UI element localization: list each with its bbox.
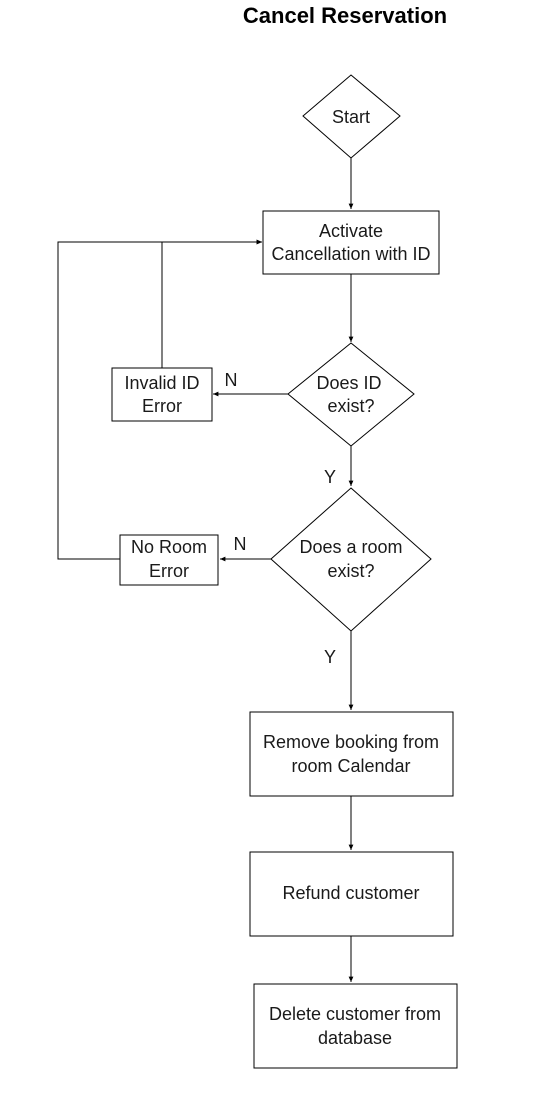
remove-booking-label-line2: room Calendar bbox=[291, 756, 410, 776]
room-check-yes-label: Y bbox=[324, 647, 336, 667]
id-check-no-label: N bbox=[225, 370, 238, 390]
refund-label: Refund customer bbox=[282, 883, 419, 903]
start-node-shape bbox=[302, 74, 401, 159]
edge-labels: N Y N Y bbox=[225, 370, 337, 667]
remove-booking-label-line1: Remove booking from bbox=[263, 732, 439, 752]
invalid-id-node-shape bbox=[111, 367, 213, 422]
no-room-label-line1: No Room bbox=[131, 537, 207, 557]
refund-node-shape bbox=[249, 851, 454, 937]
diagram-title: Cancel Reservation bbox=[242, 3, 448, 28]
edge-no-room-to-activate bbox=[57, 239, 262, 560]
delete-customer-label-line1: Delete customer from bbox=[269, 1004, 441, 1024]
invalid-id-label-line2: Error bbox=[142, 396, 182, 416]
edge-invalid-id-to-activate bbox=[161, 239, 262, 368]
delete-customer-label-line2: database bbox=[318, 1028, 392, 1048]
room-check-no-label: N bbox=[234, 534, 247, 554]
invalid-id-label-line1: Invalid ID bbox=[124, 373, 199, 393]
no-room-label-line2: Error bbox=[149, 561, 189, 581]
room-check-node-shape bbox=[270, 487, 432, 632]
room-check-label-line2: exist? bbox=[327, 561, 374, 581]
node-labels: Start Activate Cancellation with ID Does… bbox=[124, 107, 441, 1048]
id-check-label-line2: exist? bbox=[327, 396, 374, 416]
start-node-label: Start bbox=[332, 107, 370, 127]
shapes bbox=[111, 74, 458, 1069]
remove-booking-node-shape bbox=[249, 711, 454, 797]
id-check-label-line1: Does ID bbox=[316, 373, 381, 393]
delete-customer-node-shape bbox=[253, 983, 458, 1069]
no-room-node-shape bbox=[119, 534, 219, 586]
activate-node-label-line1: Activate bbox=[319, 221, 383, 241]
edges bbox=[57, 158, 354, 982]
activate-node-shape bbox=[262, 210, 440, 275]
activate-node-label-line2: Cancellation with ID bbox=[271, 244, 430, 264]
id-check-node-shape bbox=[287, 342, 415, 447]
room-check-label-line1: Does a room bbox=[299, 537, 402, 557]
id-check-yes-label: Y bbox=[324, 467, 336, 487]
